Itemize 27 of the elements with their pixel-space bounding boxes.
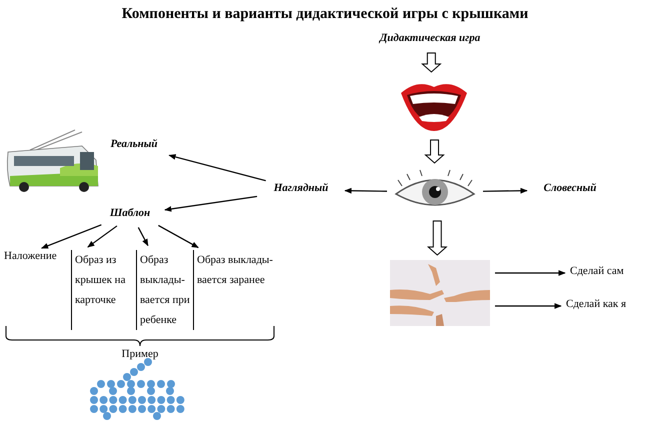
node-text: Сделай как я bbox=[566, 298, 628, 311]
node-text: Реальный bbox=[109, 138, 159, 151]
hollow-block-arrow bbox=[424, 140, 445, 164]
arrow bbox=[40, 224, 102, 249]
arrow bbox=[138, 227, 148, 246]
hands-picture bbox=[390, 260, 490, 326]
bracket-label: Пример bbox=[122, 348, 158, 360]
arrow bbox=[482, 188, 528, 194]
node-text: Образ выклады- вается заранее bbox=[197, 253, 273, 288]
arrow bbox=[158, 224, 199, 248]
arrow bbox=[168, 154, 266, 182]
arrow bbox=[164, 196, 258, 212]
node-text: Шаблон bbox=[108, 207, 152, 220]
arrow bbox=[87, 225, 118, 248]
node-text: Дидактическая игра bbox=[378, 32, 482, 45]
hollow-block-arrow bbox=[421, 52, 442, 73]
arrow bbox=[495, 303, 562, 309]
arrow bbox=[495, 270, 566, 276]
node-text: Образ из крышек на карточке bbox=[75, 253, 126, 308]
node-text: Наглядный bbox=[272, 182, 330, 195]
arrow bbox=[344, 188, 388, 194]
title: Компоненты и варианты дидактической игры с крышками bbox=[120, 6, 530, 23]
node-text: Образ выклады- вается при ребенке bbox=[140, 253, 191, 328]
node-text: Наложение bbox=[4, 250, 58, 263]
hollow-block-arrow bbox=[426, 220, 448, 256]
node-text: Словесный bbox=[542, 182, 598, 195]
node-text: Сделай сам bbox=[570, 265, 625, 278]
